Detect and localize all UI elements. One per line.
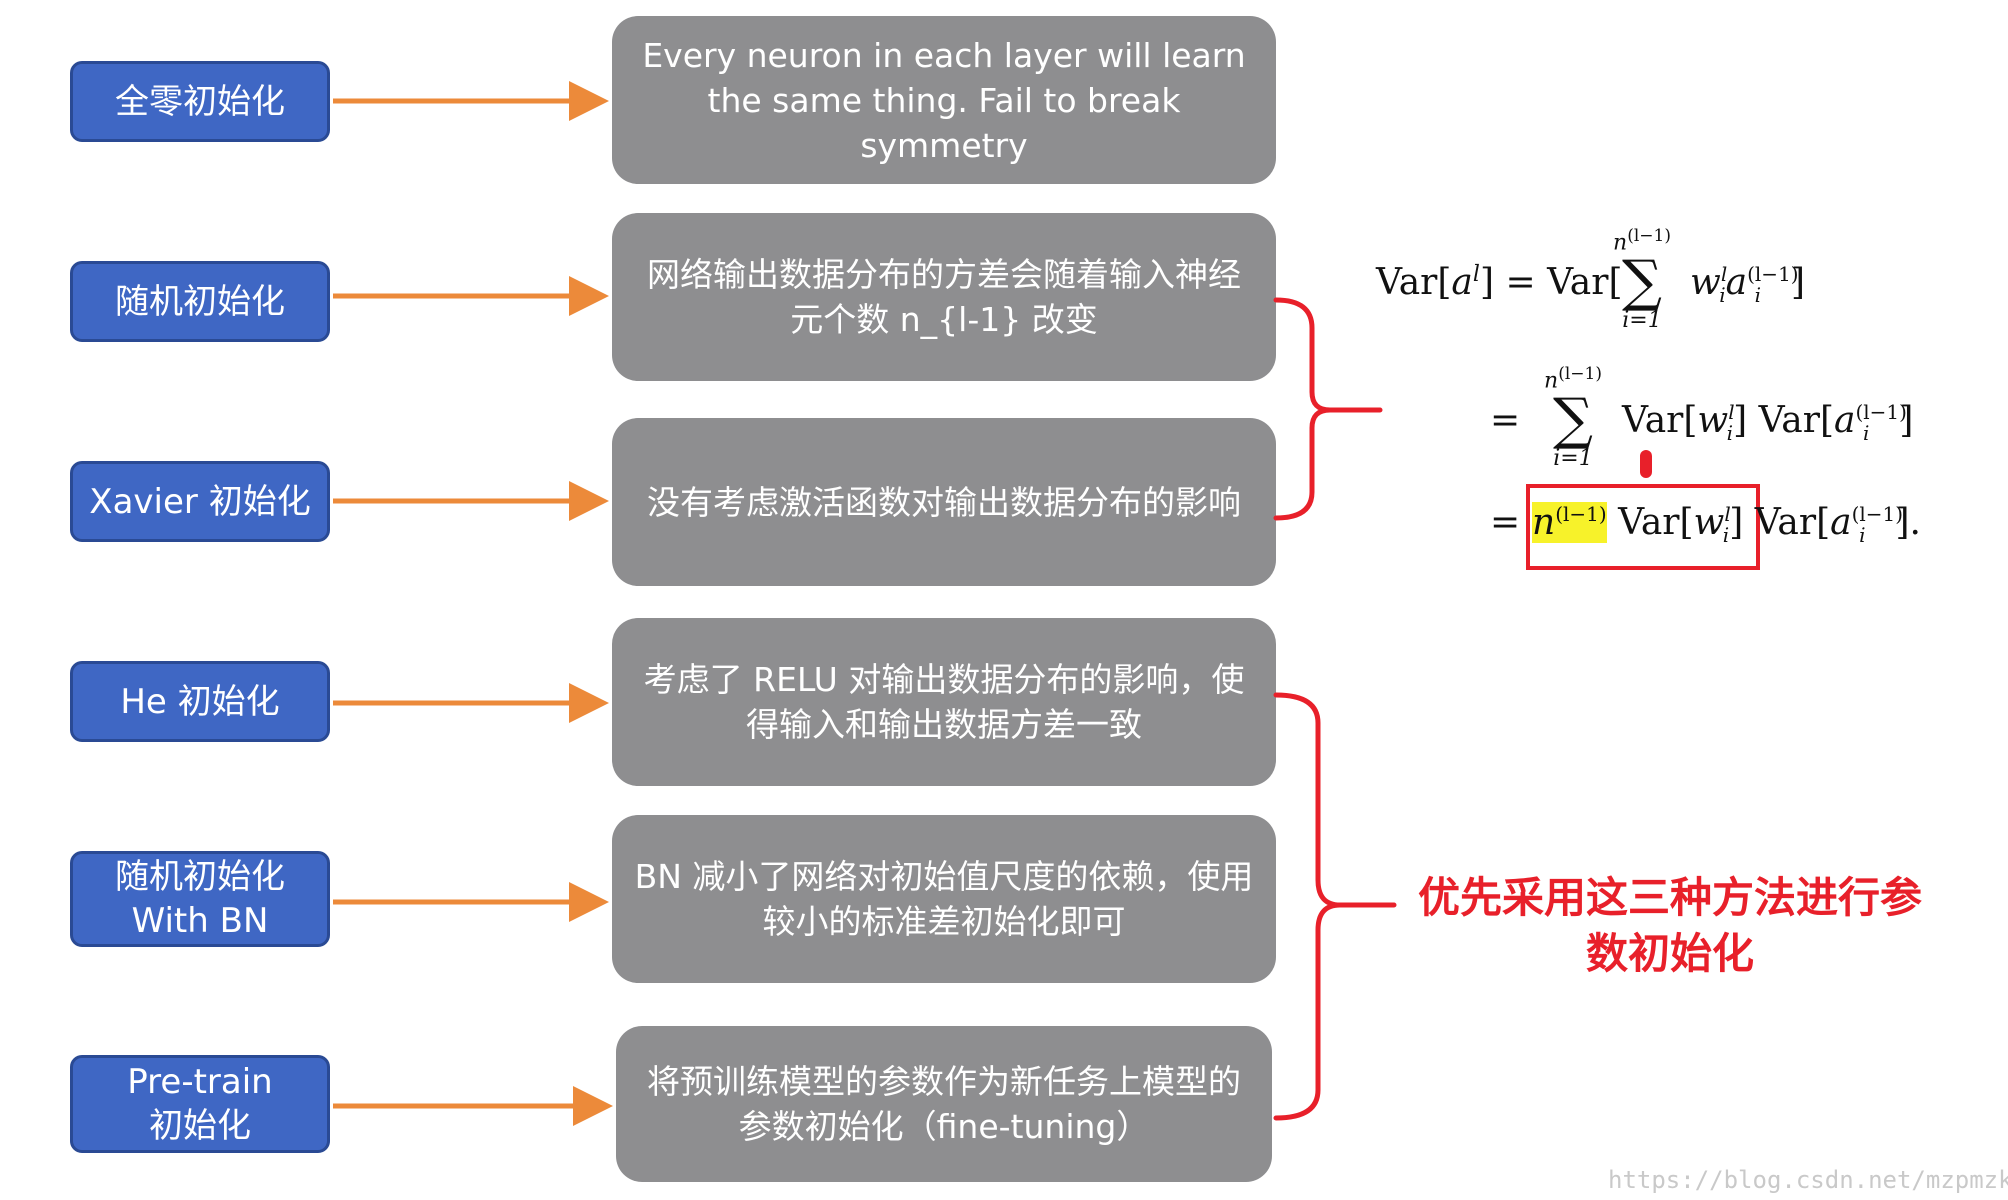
method-label: He 初始化: [120, 681, 280, 722]
description-box-xavier-init: 没有考虑激活函数对输出数据分布的影响: [612, 418, 1276, 586]
description-text: 将预训练模型的参数作为新任务上模型的参数初始化（fine-tuning）: [647, 1062, 1241, 1146]
formula-l-minus-1: (l−1): [1747, 262, 1799, 286]
formula-i-sub: i: [1719, 283, 1726, 308]
formula-l-sup: l: [1720, 262, 1728, 286]
formula-var-text: Var: [1754, 502, 1817, 543]
formula-l-minus-1: (l−1): [1555, 502, 1607, 526]
formula-sum-1: n(l−1) ∑ i=1: [1602, 228, 1682, 332]
formula-a-symbol: a: [1830, 502, 1852, 543]
formula-i-sub: i: [1722, 523, 1730, 548]
formula-l-minus-1: (l−1): [1627, 226, 1671, 246]
formula-a-symbol: a: [1833, 400, 1856, 441]
formula-equals: =: [1505, 262, 1536, 303]
conclusion-text: 优先采用这三种方法进行参数初始化: [1417, 873, 1922, 978]
formula-n-symbol: n: [1532, 502, 1556, 543]
description-text: 没有考虑激活函数对输出数据分布的影响: [647, 482, 1241, 522]
bracket-upper: [1273, 297, 1383, 521]
method-label: Xavier 初始化: [89, 481, 311, 522]
description-box-pretrain-init: 将预训练模型的参数作为新任务上模型的参数初始化（fine-tuning）: [616, 1026, 1272, 1182]
method-box-random-init-bn: 随机初始化 With BN: [70, 851, 330, 947]
formula-l-minus-1: (l−1): [1558, 364, 1602, 384]
formula-a-symbol: a: [1451, 262, 1473, 303]
formula-i-sub: i: [1754, 283, 1761, 308]
formula-i-sub: i: [1862, 421, 1870, 446]
description-box-random-init: 网络输出数据分布的方差会随着输入神经元个数 n_{l-1} 改变: [612, 213, 1276, 381]
formula-line-3-tail: n(l−1) Var[wli] Var[a(l−1)i].: [1532, 502, 1921, 548]
description-box-random-init-bn: BN 减小了网络对初始值尺度的依赖，使用较小的标准差初始化即可: [612, 815, 1276, 983]
formula-n-symbol: n: [1544, 368, 1559, 394]
method-box-he-init: He 初始化: [70, 661, 330, 742]
method-box-xavier-init: Xavier 初始化: [70, 461, 330, 542]
formula-line-3: =: [1490, 502, 1520, 543]
description-text: Every neuron in each layer will learn th…: [642, 35, 1246, 165]
method-box-random-init: 随机初始化: [70, 261, 330, 342]
formula-period: .: [1909, 502, 1921, 543]
formula-a-symbol: a: [1725, 262, 1748, 303]
method-box-pretrain-init: Pre-train 初始化: [70, 1055, 330, 1153]
formula-line-2: =: [1490, 400, 1520, 441]
method-label: 全零初始化: [115, 81, 285, 122]
description-text: 考虑了 RELU 对输出数据分布的影响，使得输入和输出数据方差一致: [643, 660, 1245, 744]
formula-w-symbol: w: [1693, 502, 1725, 543]
formula-l-sup: l: [1472, 262, 1480, 287]
formula-var-text: Var: [1758, 400, 1820, 441]
formula-equals: =: [1490, 502, 1521, 543]
formula-l-sup: l: [1724, 502, 1731, 526]
watermark: https://blog.csdn.net/mzpmzk: [1608, 1166, 2008, 1194]
formula-i-sub: i: [1726, 421, 1734, 446]
formula-var-text: Var: [1618, 502, 1680, 543]
formula-i-sub: i: [1859, 523, 1866, 548]
formula-var-text: Var: [1622, 400, 1684, 441]
formula-w-symbol: w: [1690, 262, 1721, 303]
formula-i-eq-1: i=1: [1553, 446, 1593, 472]
formula-line-1: Var[al] = Var[: [1376, 262, 1623, 303]
formula-i-eq-1: i=1: [1622, 308, 1662, 334]
method-label: 随机初始化: [115, 281, 285, 322]
formula-equals: =: [1490, 400, 1521, 441]
formula-n-symbol: n: [1613, 230, 1628, 256]
formula-line-2-tail: Var[wli] Var[a(l−1)i]: [1622, 400, 1914, 446]
description-text: 网络输出数据分布的方差会随着输入神经元个数 n_{l-1} 改变: [647, 255, 1241, 339]
formula-red-mark: [1640, 450, 1652, 478]
formula-var-text: Var: [1547, 262, 1609, 303]
formula-sum-2: n(l−1) ∑ i=1: [1533, 366, 1613, 470]
method-label: Pre-train 初始化: [127, 1062, 273, 1146]
formula-highlighted-term: n(l−1): [1532, 502, 1607, 543]
description-text: BN 减小了网络对初始值尺度的依赖，使用较小的标准差初始化即可: [634, 857, 1254, 941]
formula-line-1-tail: wlia(l−1)i]: [1690, 262, 1806, 308]
bracket-lower: [1273, 692, 1397, 1121]
formula-var-text: Var: [1376, 262, 1438, 303]
method-box-zero-init: 全零初始化: [70, 61, 330, 142]
formula-l-sup: l: [1728, 400, 1735, 424]
description-box-zero-init: Every neuron in each layer will learn th…: [612, 16, 1276, 184]
formula-highlight-box: [1526, 484, 1760, 570]
formula-w-symbol: w: [1697, 400, 1729, 441]
description-box-he-init: 考虑了 RELU 对输出数据分布的影响，使得输入和输出数据方差一致: [612, 618, 1276, 786]
method-label: 随机初始化 With BN: [115, 857, 285, 941]
